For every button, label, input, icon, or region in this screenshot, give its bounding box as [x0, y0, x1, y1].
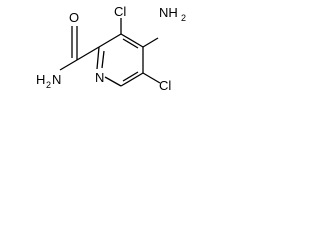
- structure-canvas: Cl NH 2 O Cl H 2 N N: [0, 0, 214, 123]
- atom-label-amide-subscript: 2: [46, 80, 51, 90]
- bond-group: [59, 18, 161, 87]
- bond-c2-camide: [76, 46, 100, 61]
- bond-c6-n1: [104, 76, 122, 87]
- bond-c4-nh2: [142, 37, 159, 48]
- atom-label-nh2: NH: [159, 5, 178, 20]
- bond-n1-c2: [96, 46, 100, 70]
- bond-c2-c3: [98, 33, 122, 48]
- bond-c5-c6-inner: [122, 71, 139, 82]
- bond-n1-c2-inner: [101, 50, 105, 69]
- bond-c5-cl: [142, 72, 161, 84]
- atom-label-amide-h: H: [36, 72, 45, 87]
- atom-label-nh2-subscript: 2: [181, 13, 186, 23]
- bond-c3-c4-inner: [122, 38, 139, 49]
- molecule-drawing: Cl NH 2 O Cl H 2 N N: [36, 4, 186, 93]
- bond-c5-c6: [120, 72, 144, 87]
- bond-camide-n: [59, 59, 78, 71]
- atom-label-cl3: Cl: [114, 4, 126, 19]
- atom-label-o: O: [69, 10, 79, 25]
- atom-label-amide-n: N: [52, 72, 61, 87]
- atom-label-cl5: Cl: [159, 78, 171, 93]
- bond-c3-c4: [120, 33, 144, 48]
- atom-label-ring-n: N: [95, 70, 104, 85]
